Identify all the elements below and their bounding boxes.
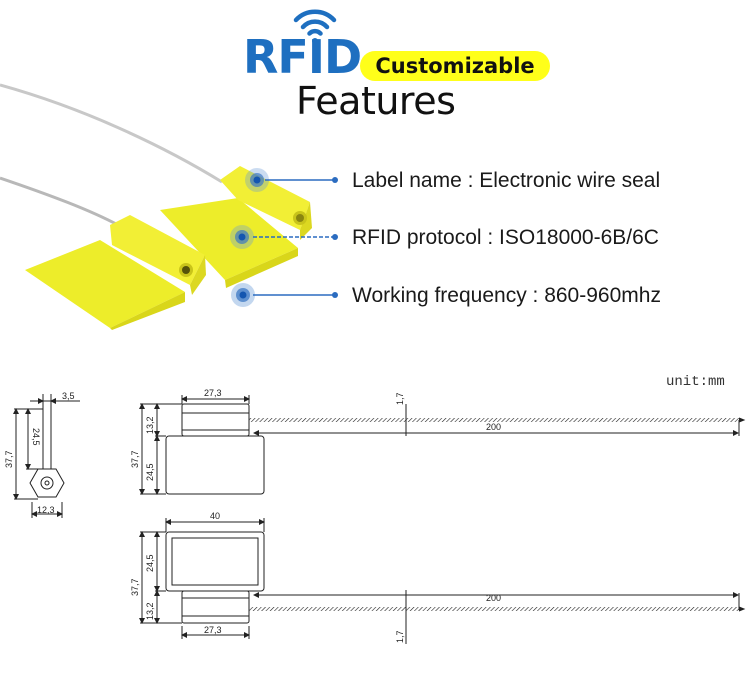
dim-front-wire-length: 200 [486,422,501,432]
seal-rear [160,166,312,288]
wire-upper [249,418,739,422]
callout-lines [230,168,338,307]
dim-top-wire-length: 200 [486,593,501,603]
unit-label: unit:mm [666,374,725,390]
page-title: Features [296,79,456,123]
seal-wire-2 [0,176,119,227]
dim-side-width-top: 3,5 [62,391,75,401]
seal-wire-1 [0,83,223,184]
customizable-badge: Customizable [360,51,550,81]
dim-side-height-stem: 24,5 [31,428,41,446]
spec-working-frequency: Working frequency : 860-960mhz [352,284,661,307]
dim-top-head-height: 13,2 [145,602,155,620]
front-view [139,395,746,495]
dim-side-width-base: 12,3 [37,505,55,515]
dim-front-total-height: 37,7 [130,450,140,468]
dim-top-body-height: 24,5 [145,554,155,572]
callout-marker-3 [231,283,338,307]
dim-side-height-total: 37,7 [4,450,14,468]
technical-drawing: 3,5 37,7 24,5 12,3 27,3 13,2 37,7 24,5 1… [4,388,746,644]
wifi-signal-icon [293,9,337,44]
spec-rfid-protocol: RFID protocol : ISO18000-6B/6C [352,226,659,249]
product-photo [0,83,312,330]
top-view [139,518,746,644]
spec-label-name: Label name : Electronic wire seal [352,169,661,192]
dim-top-body-width: 40 [210,511,220,521]
dim-front-head-height: 13,2 [145,416,155,434]
dim-front-body-height: 24,5 [145,463,155,481]
dim-front-wire-diameter: 1,7 [395,392,405,405]
side-view [13,394,80,518]
dim-top-total-height: 37,7 [130,578,140,596]
callout-marker-1 [245,168,338,192]
dim-top-head-width: 27,3 [204,625,222,635]
dim-front-head-width: 27,3 [204,388,222,398]
rfid-logo-text: RFID [243,30,362,84]
wire-lower [249,607,739,611]
seal-front [25,215,206,330]
callout-marker-2 [230,225,338,249]
dim-top-wire-diameter: 1,7 [395,630,405,643]
